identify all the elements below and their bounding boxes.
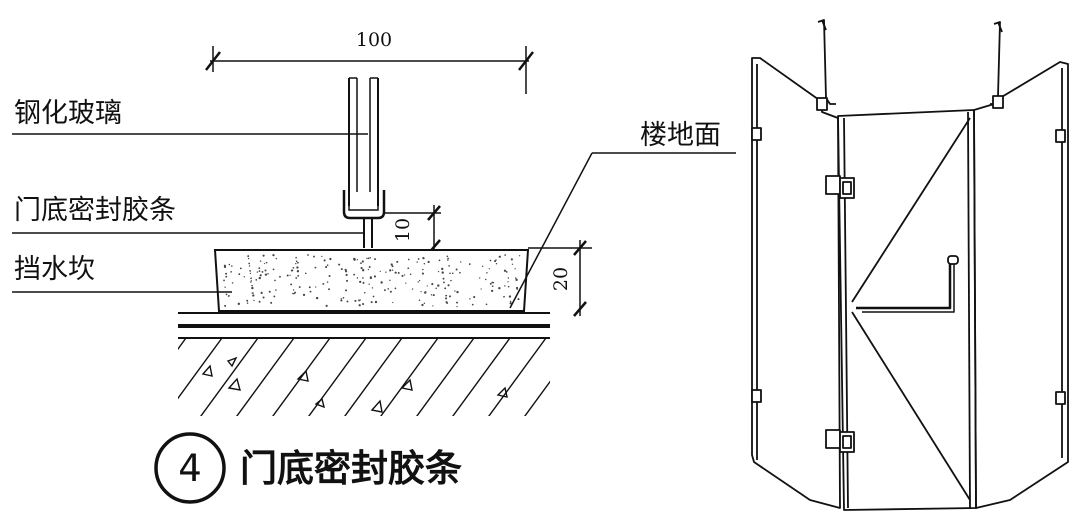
right-glass-panel	[973, 61, 1069, 509]
shower-enclosure	[751, 19, 1069, 511]
door-swing-line-bottom	[851, 311, 971, 501]
curb-height-dimension	[528, 240, 592, 317]
center-door-panel	[837, 109, 977, 511]
label-door-seal-strip: 门底密封胶条	[14, 195, 176, 226]
floor-layers	[178, 312, 550, 339]
caption-title: 门底密封胶条	[240, 447, 462, 490]
soil-hatch	[178, 338, 550, 416]
leader-lines	[12, 133, 736, 309]
hinge-bottom-left	[825, 429, 841, 449]
detail-caption: 4 门底密封胶条	[154, 432, 462, 504]
left-glass-panel	[751, 57, 841, 509]
hinge-top-left	[825, 175, 841, 195]
seal-height-text: 10	[392, 218, 414, 242]
curb-height-text: 20	[550, 267, 572, 291]
aggregate-marks	[201, 356, 508, 413]
width-dimension	[205, 46, 534, 94]
width-dimension-text: 100	[356, 29, 392, 51]
label-floor-surface: 楼地面	[640, 120, 721, 151]
water-stop-curb	[213, 249, 530, 312]
door-seal-strip	[363, 218, 373, 248]
caption-number-circle	[154, 432, 226, 504]
tempered-glass-panel	[342, 77, 386, 220]
caption-number: 4	[178, 447, 202, 490]
label-water-stop-curb: 挡水坎	[14, 254, 95, 285]
label-tempered-glass: 钢化玻璃	[14, 98, 122, 129]
door-swing-line-top	[851, 117, 971, 303]
